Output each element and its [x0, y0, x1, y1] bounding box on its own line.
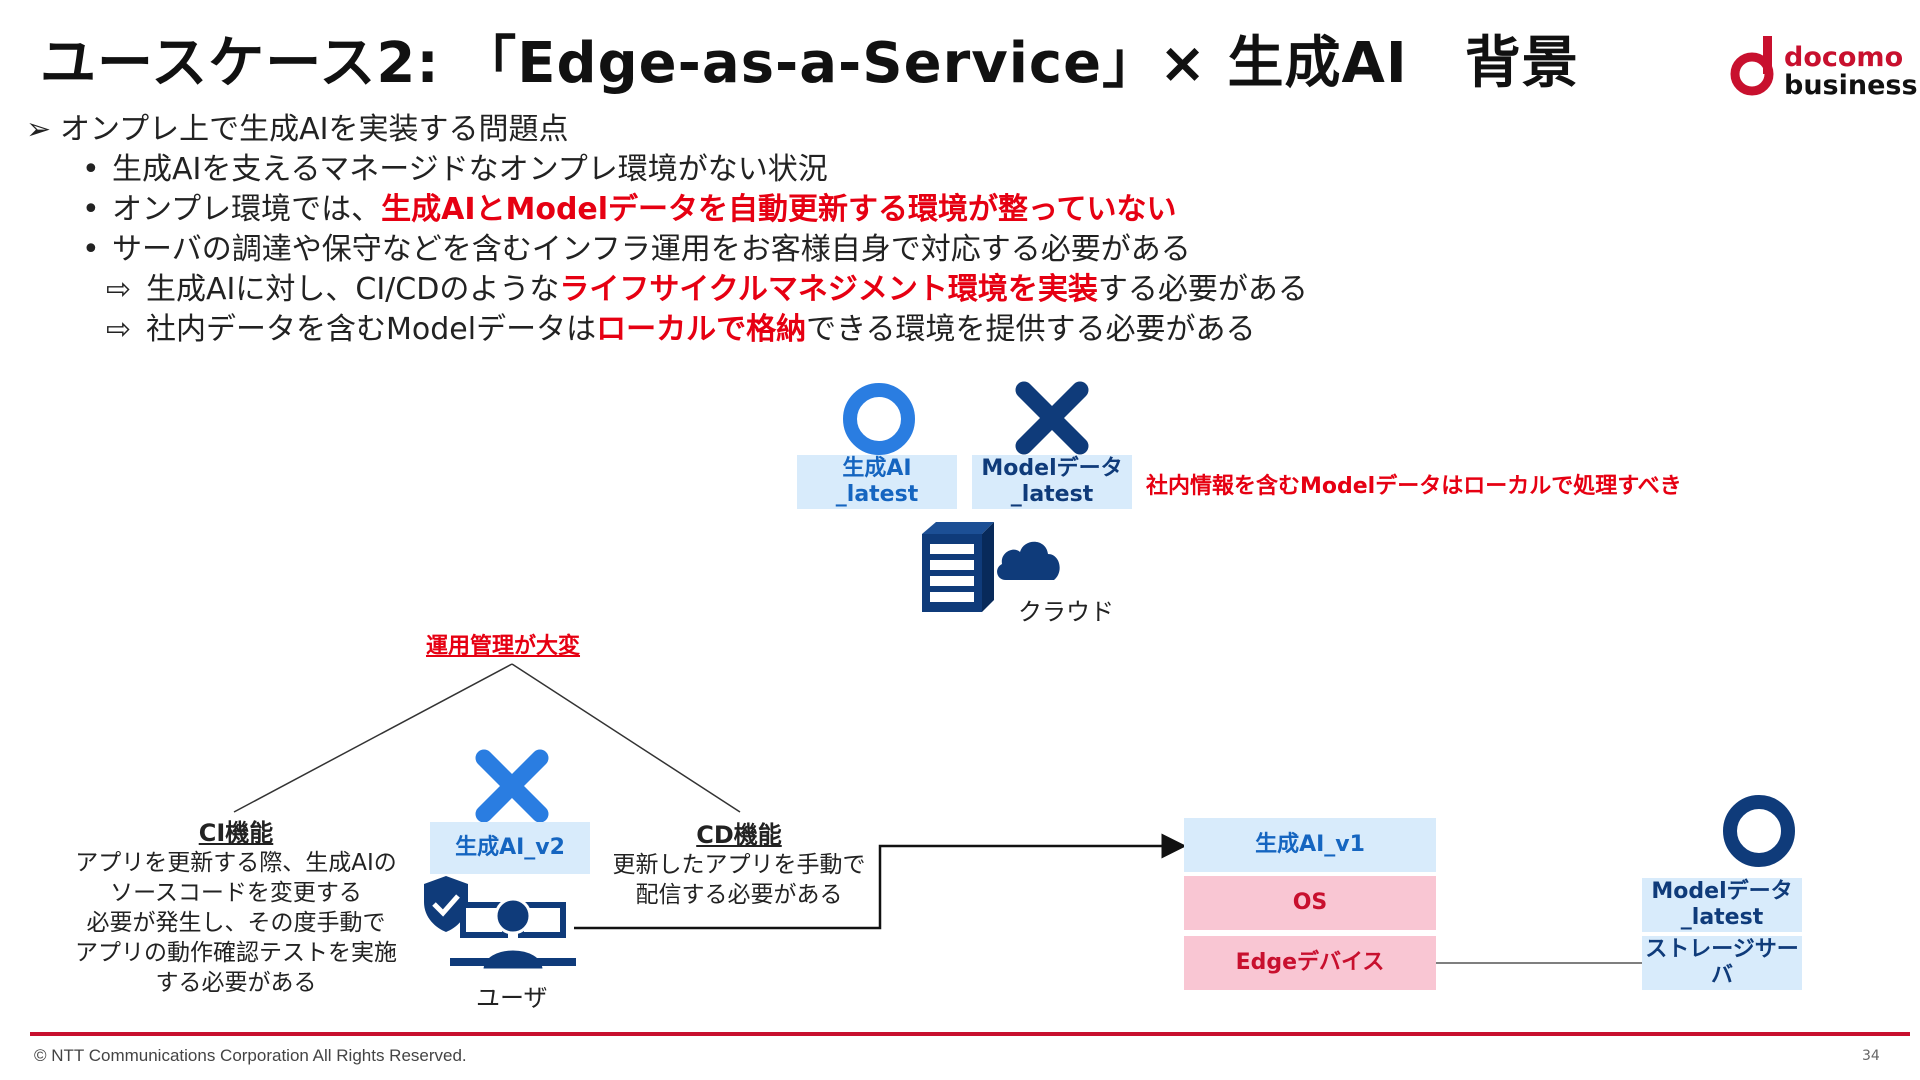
- requirement-item: ⇨生成AIに対し、CI/CDのようなライフサイクルマネジメント環境を実装する必要…: [106, 272, 1308, 307]
- docomo-d-icon: [1730, 36, 1774, 96]
- cross-ng-icon: [475, 749, 549, 823]
- ci-description: アプリを更新する際、生成AIの ソースコードを変更する 必要が発生し、その度手動…: [75, 850, 397, 996]
- cd-block: CD機能 更新したアプリを手動で 配信する必要がある: [594, 820, 884, 910]
- copyright: © NTT Communications Corporation All Rig…: [34, 1046, 467, 1065]
- edge-genai-box: 生成AI_v1: [1184, 818, 1436, 872]
- server-rack-icon: [922, 522, 994, 612]
- cloud-model-box: Modelデータ _latest: [972, 455, 1132, 509]
- circle-ok-icon: [843, 383, 915, 455]
- requirement-item: ⇨社内データを含むModelデータはローカルで格納できる環境を提供する必要がある: [106, 312, 1256, 347]
- problem-heading: ➢オンプレ上で生成AIを実装する問題点: [26, 112, 569, 147]
- user-label: ユーザ: [476, 984, 548, 1012]
- edge-device-box: Edgeデバイス: [1184, 936, 1436, 990]
- ci-block: CI機能 アプリを更新する際、生成AIの ソースコードを変更する 必要が発生し、…: [56, 818, 416, 998]
- page-number: 34: [1862, 1048, 1880, 1064]
- problem-list: ➢オンプレ上で生成AIを実装する問題点 •生成AIを支えるマネージドなオンプレ環…: [26, 110, 1308, 350]
- footer-divider: [30, 1032, 1910, 1036]
- storage-server-box: ストレージサーバ: [1642, 936, 1802, 990]
- edge-os-box: OS: [1184, 876, 1436, 930]
- cd-description: 更新したアプリを手動で 配信する必要がある: [612, 852, 866, 908]
- ops-heading: 運用管理が大変: [426, 634, 581, 659]
- logo-line2: business: [1784, 70, 1918, 101]
- deploy-arrow: [574, 833, 1187, 930]
- cloud-genai-box: 生成AI _latest: [797, 455, 957, 509]
- ci-title: CI機能: [198, 819, 274, 847]
- logo-line1: docomo: [1784, 42, 1904, 73]
- cd-title: CD機能: [696, 821, 782, 849]
- cloud-label: クラウド: [1018, 598, 1114, 626]
- cross-ng-icon: [1015, 381, 1089, 455]
- ops-line-left: [233, 663, 513, 813]
- ops-line-right: [511, 663, 741, 813]
- docomo-business-logo: docomo business: [1730, 34, 1918, 104]
- storage-model-box: Modelデータ _latest: [1642, 878, 1802, 932]
- problem-item: •オンプレ環境では、生成AIとModelデータを自動更新する環境が整っていない: [82, 192, 1177, 227]
- slide-title: ユースケース2: 「Edge-as-a-Service」× 生成AI 背景: [40, 31, 1579, 96]
- circle-ok-icon: [1723, 795, 1795, 867]
- shield-check-icon: [424, 876, 468, 932]
- cloud-note: 社内情報を含むModelデータはローカルで処理すべき: [1146, 474, 1682, 499]
- problem-item: •サーバの調達や保守などを含むインフラ運用をお客様自身で対応する必要がある: [82, 232, 1191, 267]
- user-genai-box: 生成AI_v2: [430, 822, 590, 874]
- cloud-icon: [997, 541, 1060, 580]
- problem-item: •生成AIを支えるマネージドなオンプレ環境がない状況: [82, 152, 828, 187]
- user-workstation-icon: [424, 876, 576, 972]
